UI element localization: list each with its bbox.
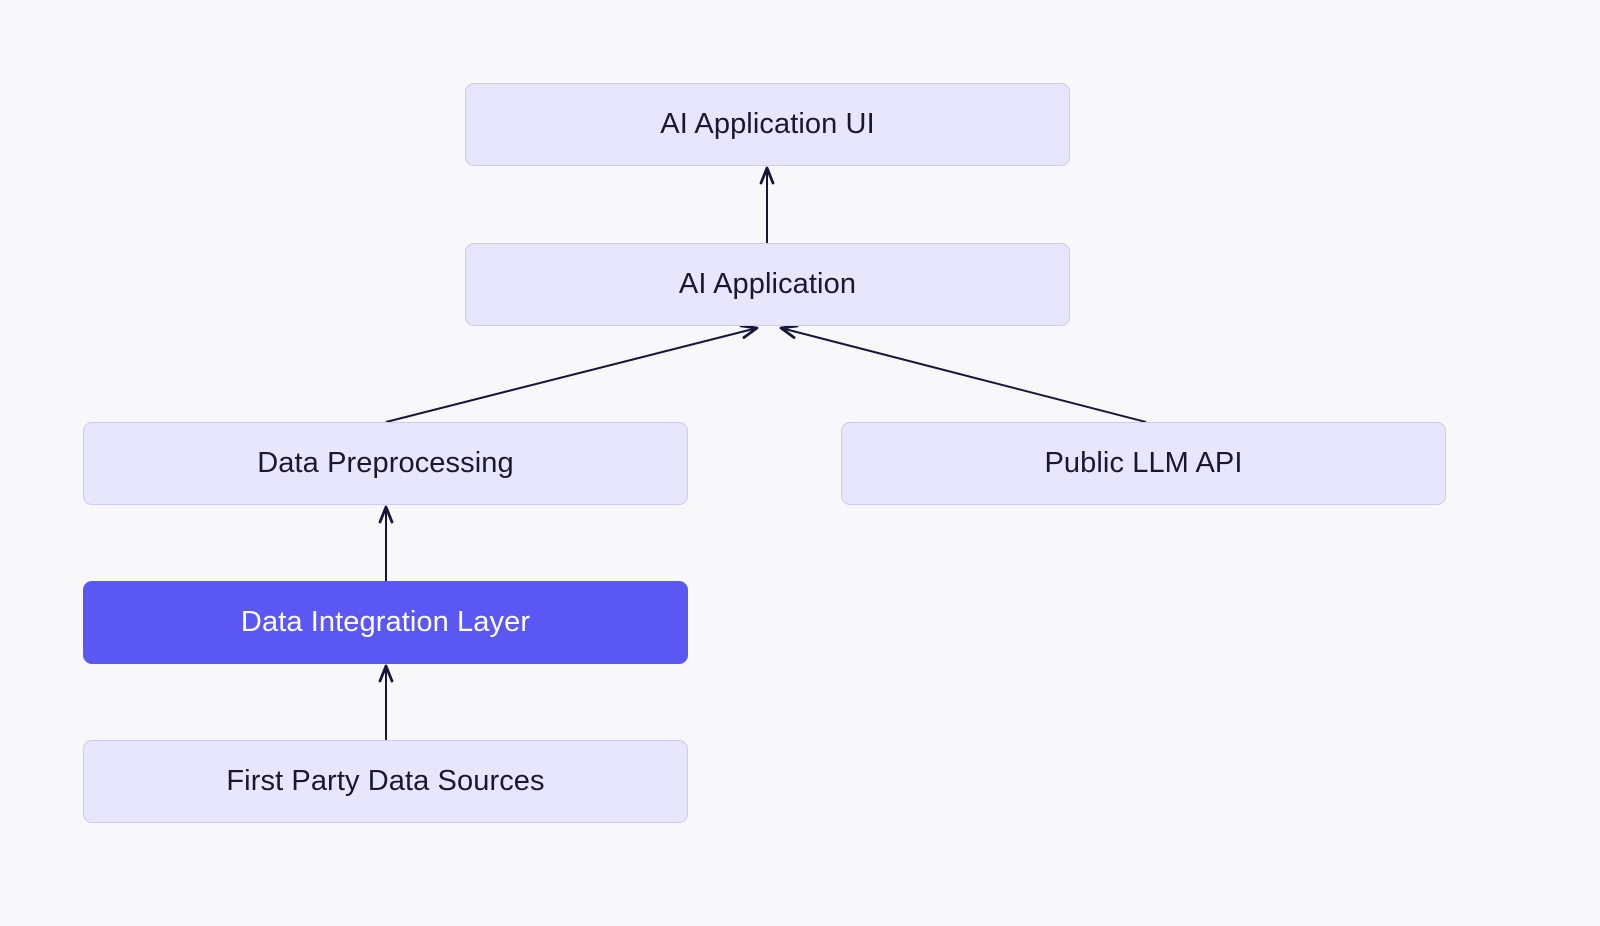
diagram-edge bbox=[779, 324, 1147, 423]
node-data-integration-layer[interactable]: Data Integration Layer bbox=[83, 581, 688, 664]
diagram-edge bbox=[385, 324, 759, 423]
node-label: Public LLM API bbox=[1044, 447, 1243, 479]
node-public-llm-api[interactable]: Public LLM API bbox=[841, 422, 1446, 505]
node-ai-application-ui[interactable]: AI Application UI bbox=[465, 83, 1070, 166]
node-label: Data Integration Layer bbox=[240, 606, 531, 638]
node-data-preprocessing[interactable]: Data Preprocessing bbox=[83, 422, 688, 505]
node-label: AI Application UI bbox=[660, 108, 875, 140]
node-first-party-data-sources[interactable]: First Party Data Sources bbox=[83, 740, 688, 823]
node-label: Data Preprocessing bbox=[257, 447, 514, 479]
node-ai-application[interactable]: AI Application bbox=[465, 243, 1070, 326]
node-label: First Party Data Sources bbox=[226, 765, 545, 797]
node-label: AI Application bbox=[678, 268, 857, 300]
